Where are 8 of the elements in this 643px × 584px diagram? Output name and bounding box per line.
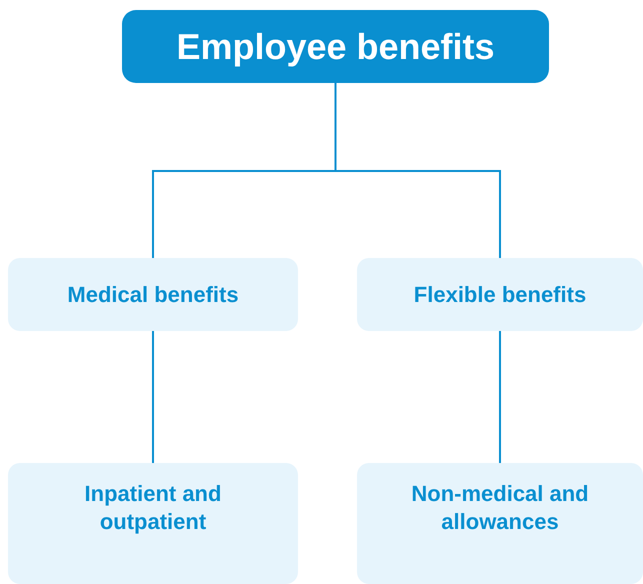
title-box: Employee benefits	[122, 10, 549, 83]
connector-line	[334, 83, 501, 258]
connector-line	[499, 331, 501, 463]
connector-line	[152, 331, 154, 463]
category-box: Flexible benefits	[357, 258, 643, 331]
category-box: Medical benefits	[8, 258, 298, 331]
category-box: Inpatient and outpatient	[8, 463, 298, 584]
category-box: Non-medical and allowances	[357, 463, 643, 584]
